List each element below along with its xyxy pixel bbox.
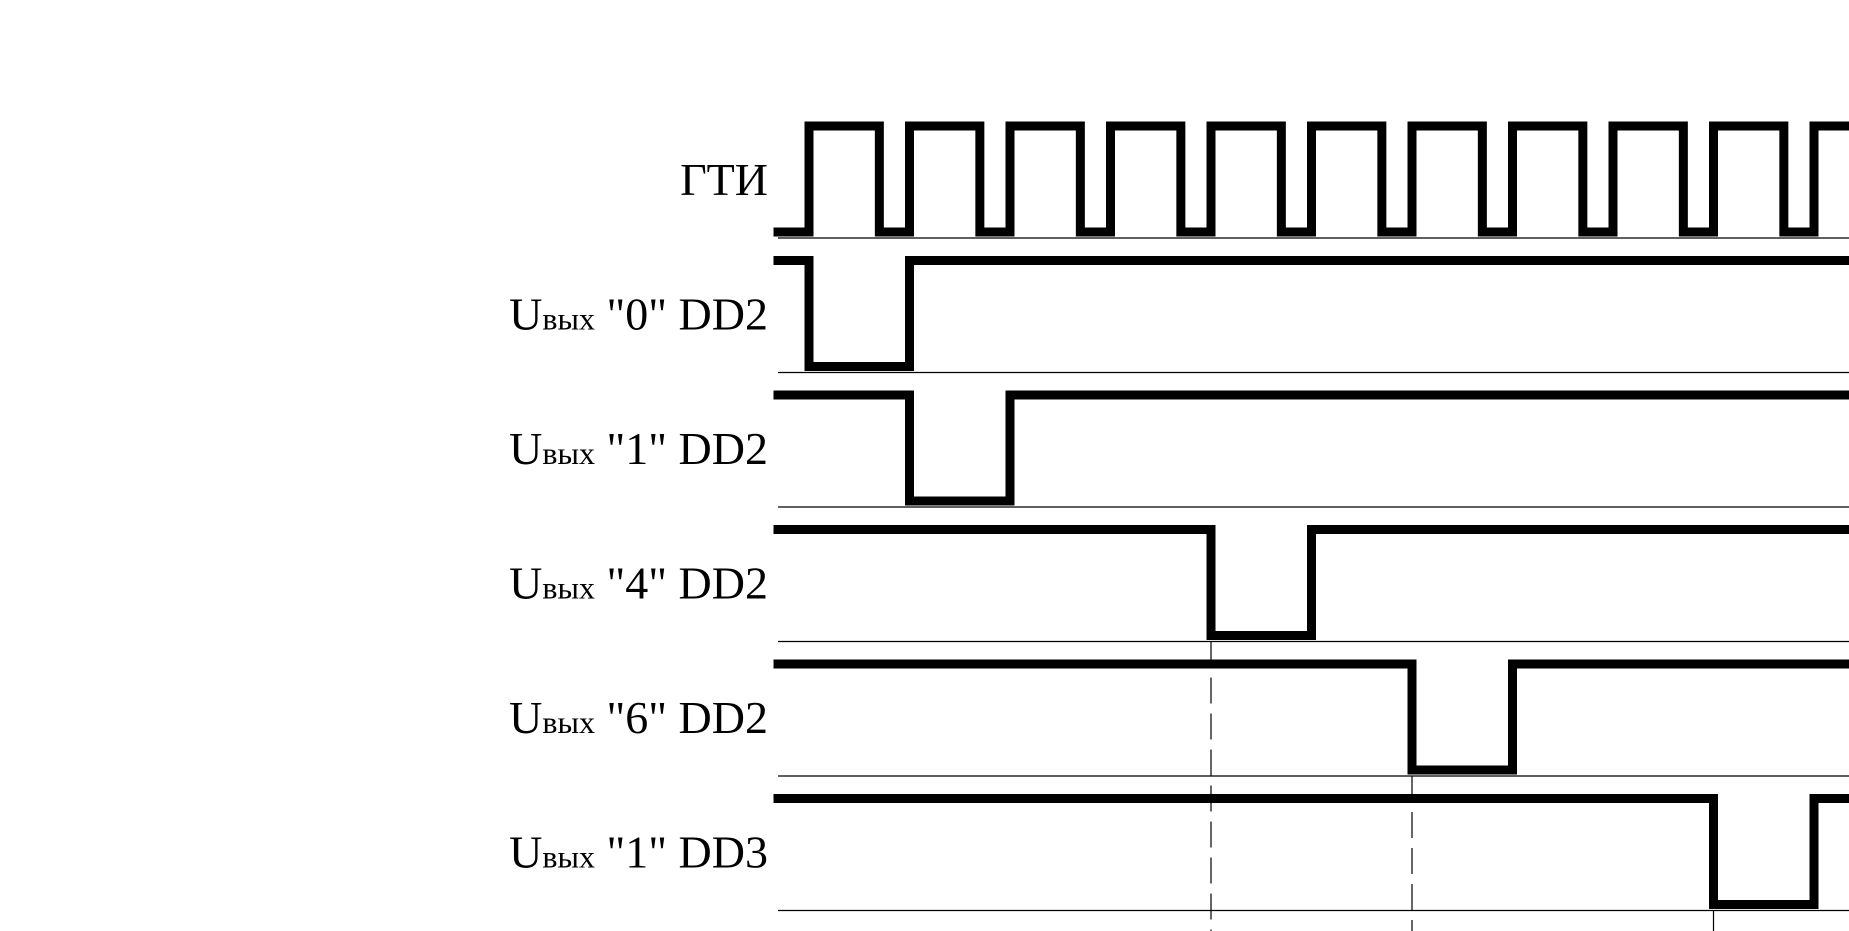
waveform-dd2_6 bbox=[773, 659, 1849, 775]
waveform-gti bbox=[773, 121, 1849, 237]
waveform-dd2_0 bbox=[773, 256, 1849, 371]
label-dd2_0: Uвых "0" DD2 bbox=[509, 289, 768, 340]
waveform-dd3_1 bbox=[773, 794, 1849, 909]
label-dd2_4: Uвых "4" DD2 bbox=[509, 558, 768, 609]
baselines bbox=[778, 237, 1849, 912]
label-dd2_1: Uвых "1" DD2 bbox=[509, 423, 768, 474]
waveform-dd2_1 bbox=[773, 390, 1849, 506]
waveforms bbox=[773, 121, 1849, 909]
label-dd3_1: Uвых "1" DD3 bbox=[509, 827, 768, 878]
time-markers bbox=[1210, 641, 1715, 931]
label-gti: ГТИ bbox=[680, 154, 768, 205]
waveform-dd2_4 bbox=[773, 525, 1849, 640]
label-dd2_6: Uвых "6" DD2 bbox=[509, 692, 768, 743]
